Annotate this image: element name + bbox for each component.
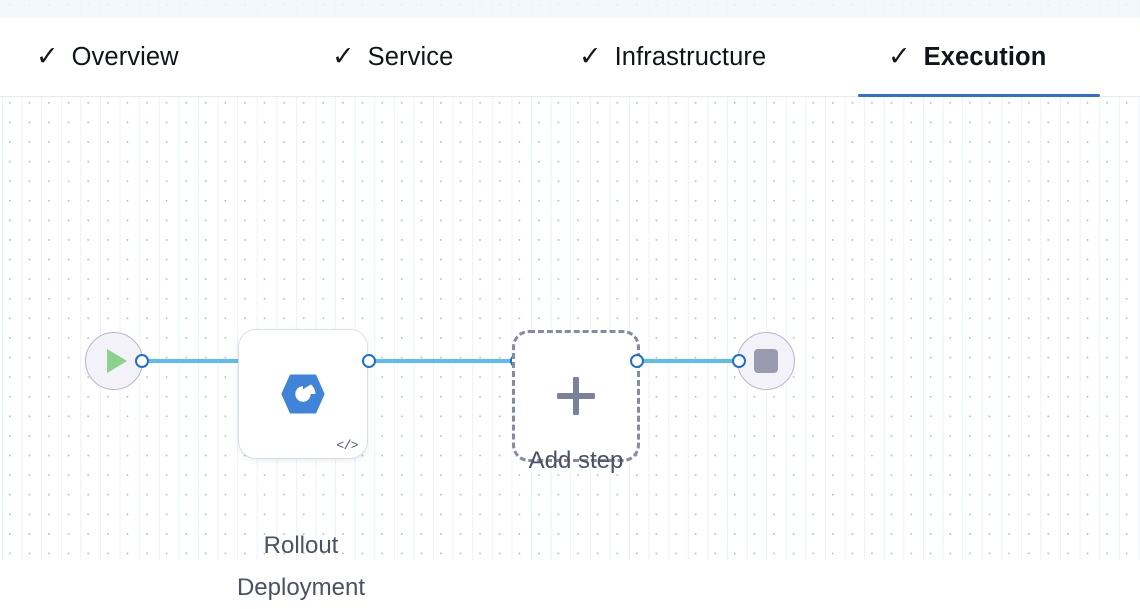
- edge-start-to-step[interactable]: [142, 359, 246, 363]
- edge-step-to-add[interactable]: [368, 359, 518, 363]
- plus-icon: [557, 377, 595, 415]
- tab-overview[interactable]: ✓ Overview: [36, 18, 179, 97]
- port-add-out[interactable]: [630, 354, 644, 368]
- canvas-top-tint: [0, 0, 1140, 18]
- add-step-node[interactable]: [512, 330, 640, 462]
- port-step-in[interactable]: [362, 354, 376, 368]
- play-icon: [107, 349, 127, 373]
- code-badge-icon: </>: [336, 438, 358, 453]
- end-node[interactable]: [737, 332, 795, 390]
- tab-service[interactable]: ✓ Service: [332, 18, 453, 97]
- add-step-label: Add step: [528, 447, 624, 474]
- step-node-rollout-deployment[interactable]: </>: [239, 330, 367, 458]
- check-icon: ✓: [888, 40, 911, 71]
- tab-label: Execution: [923, 43, 1047, 71]
- stop-icon: [754, 349, 778, 373]
- tab-label: Overview: [71, 43, 179, 71]
- stage-tab-bar: ✓ Overview ✓ Service ✓ Infrastructure ✓ …: [0, 18, 1140, 97]
- tab-execution[interactable]: ✓ Execution: [888, 18, 1046, 97]
- port-start-out[interactable]: [135, 354, 149, 368]
- check-icon: ✓: [579, 40, 602, 71]
- rollout-deployment-icon: [281, 374, 325, 414]
- port-end-in[interactable]: [732, 354, 746, 368]
- tab-label: Service: [367, 43, 454, 71]
- start-node[interactable]: [85, 332, 143, 390]
- step-node-label: Rollout Deployment: [236, 532, 366, 601]
- edge-add-to-end[interactable]: [634, 359, 742, 363]
- tab-infrastructure[interactable]: ✓ Infrastructure: [579, 18, 766, 97]
- pipeline-flow: </> Rollout Deployment Add step: [0, 97, 1140, 601]
- check-icon: ✓: [36, 40, 59, 71]
- tab-label: Infrastructure: [614, 43, 767, 71]
- active-tab-indicator: [858, 93, 1100, 97]
- check-icon: ✓: [332, 40, 355, 71]
